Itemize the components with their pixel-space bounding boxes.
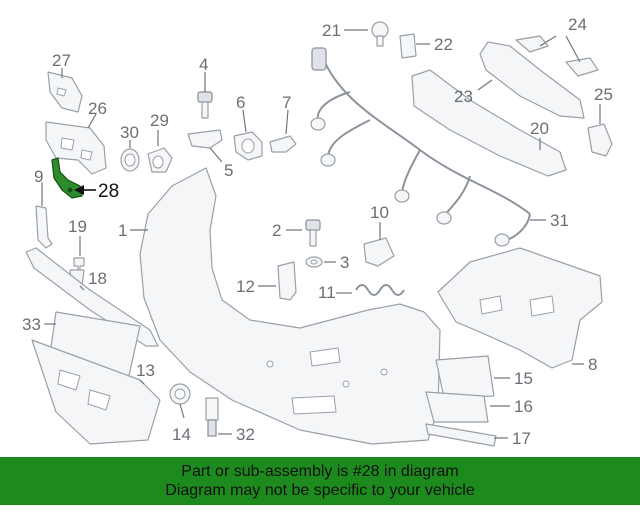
part-22-clip <box>399 33 417 59</box>
callout-22: 22 <box>434 35 453 54</box>
callout-14: 14 <box>172 425 191 444</box>
callout-2: 2 <box>272 221 281 240</box>
callout-23: 23 <box>454 87 473 106</box>
callout-18: 18 <box>88 269 107 288</box>
callout-7: 7 <box>282 93 291 112</box>
part-11-clip <box>355 284 405 296</box>
part-32-sensor <box>205 397 219 437</box>
callout-10: 10 <box>370 203 389 222</box>
caption-banner: Part or sub-assembly is #28 in diagram D… <box>0 457 640 505</box>
callout-labels: 27 26 30 29 28 9 4 5 6 7 1 2 3 12 11 10 … <box>22 15 613 448</box>
part-13-grille <box>31 339 161 445</box>
callout-17: 17 <box>512 429 531 448</box>
callout-4: 4 <box>199 55 208 74</box>
part-6-sensor-holder <box>233 131 263 161</box>
callout-1: 1 <box>118 221 127 240</box>
part-28-highlighted-bracket <box>51 157 83 199</box>
part-29-sensor <box>147 147 173 173</box>
part-21-nut <box>371 21 389 47</box>
part-16-grille <box>425 391 489 423</box>
callout-8: 8 <box>588 355 597 374</box>
part-7-clip <box>269 135 297 153</box>
callout-25: 25 <box>594 85 613 104</box>
part-8-bracket <box>437 247 603 369</box>
callout-11: 11 <box>318 283 336 302</box>
callout-32: 32 <box>236 425 255 444</box>
part-17-strip <box>425 423 497 447</box>
callout-27: 27 <box>52 51 71 70</box>
callout-29: 29 <box>150 111 169 130</box>
callout-26: 26 <box>88 99 107 118</box>
part-27-bracket <box>47 71 83 113</box>
part-5-clip <box>187 129 223 149</box>
upper-molding <box>25 247 159 347</box>
callout-24: 24 <box>568 15 587 34</box>
callout-3: 3 <box>340 253 349 272</box>
callout-15: 15 <box>514 369 533 388</box>
part-28-leader <box>74 185 96 195</box>
callout-28: 28 <box>98 181 119 202</box>
part-10-holder <box>363 237 395 267</box>
callout-19: 19 <box>68 217 87 236</box>
part-26-bracket <box>45 121 107 175</box>
leader-lines <box>41 29 601 439</box>
callout-31: 31 <box>550 211 569 230</box>
caption-line-1: Part or sub-assembly is #28 in diagram <box>181 463 459 480</box>
part-23-absorber <box>479 41 585 119</box>
part-15-trim <box>435 355 495 399</box>
callout-30: 30 <box>120 123 139 142</box>
part-30-ring <box>120 148 140 172</box>
callout-20: 20 <box>530 119 549 138</box>
part-2-bolt <box>305 219 321 247</box>
callout-6: 6 <box>236 93 245 112</box>
part-3-washer <box>305 256 323 268</box>
callout-21: 21 <box>322 21 341 40</box>
part-25-bracket <box>587 123 613 157</box>
caption-line-2: Diagram may not be specific to your vehi… <box>165 482 475 499</box>
callout-5: 5 <box>224 161 233 180</box>
bumper-exploded-diagram: 27 26 30 29 28 9 4 5 6 7 1 2 3 12 11 10 … <box>22 15 613 448</box>
part-12-bracket <box>277 261 297 301</box>
part-9-bracket <box>35 205 53 249</box>
wiring-harness <box>310 47 531 247</box>
part-1-bumper-cover <box>139 167 441 445</box>
part-24-brackets <box>515 35 599 77</box>
part-4-bolt <box>197 91 213 119</box>
callout-16: 16 <box>514 397 533 416</box>
callout-12: 12 <box>236 277 255 296</box>
callout-13: 13 <box>136 361 155 380</box>
part-14-sensor <box>169 383 191 405</box>
part-20-reinforcement <box>411 69 567 177</box>
callout-9: 9 <box>34 167 43 186</box>
callout-33: 33 <box>22 315 41 334</box>
